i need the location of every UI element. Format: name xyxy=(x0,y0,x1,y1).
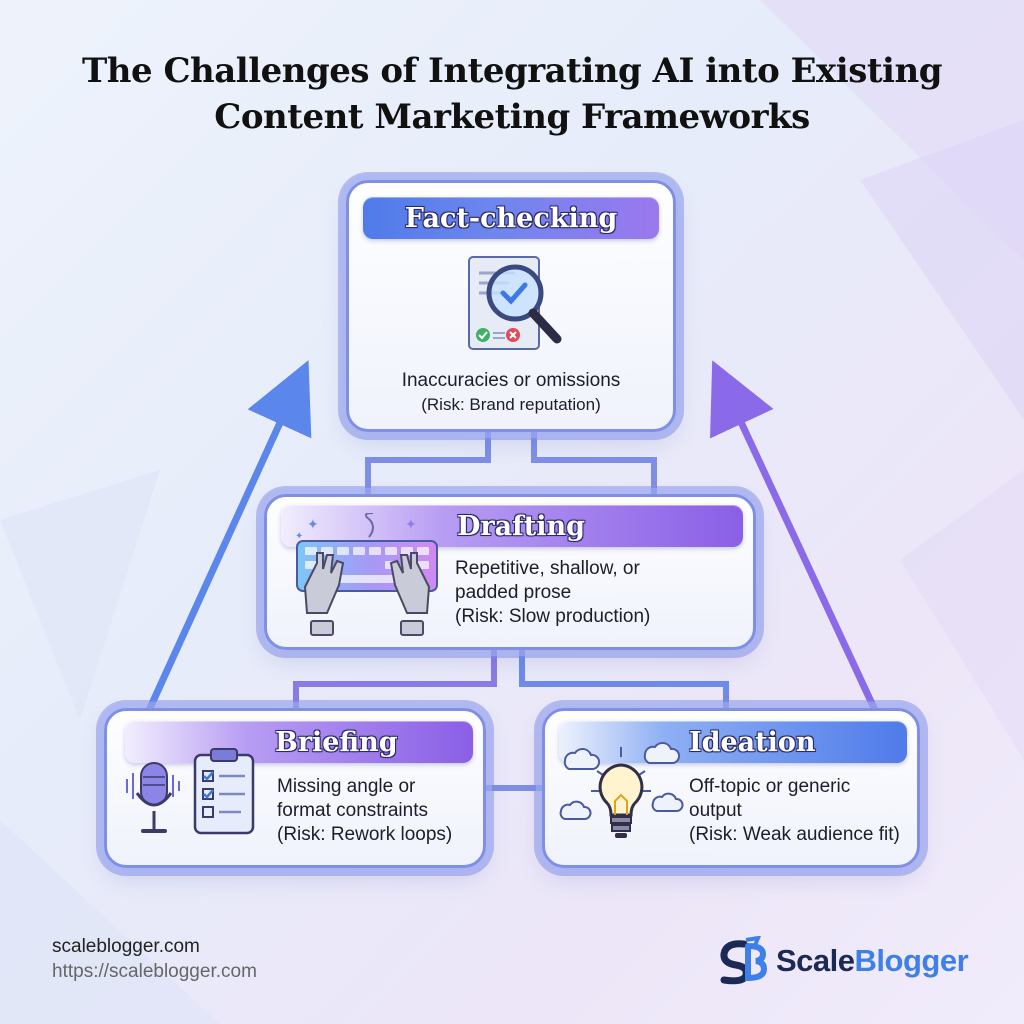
page-title: The Challenges of Integrating AI into Ex… xyxy=(40,48,984,140)
card-briefing: Briefing Missing angle or format constra… xyxy=(104,708,486,868)
arrow-left xyxy=(146,360,312,712)
desc-line: Repetitive, shallow, or xyxy=(455,558,640,579)
desc-line: format constraints xyxy=(277,800,428,821)
brand-name-part-1: Scale xyxy=(776,943,855,978)
svg-text:✦: ✦ xyxy=(307,517,319,533)
svg-text:✦: ✦ xyxy=(405,517,417,533)
page-title-line-2: Content Marketing Frameworks xyxy=(214,97,810,137)
card-desc-ideation: Off-topic or generic output (Risk: Weak … xyxy=(689,775,900,847)
card-banner xyxy=(559,721,907,763)
footer-site: scaleblogger.com xyxy=(52,936,200,957)
connector-drafting-ideation xyxy=(519,647,729,711)
lightbulb-clouds-icon xyxy=(559,742,684,838)
desc-line: Inaccuracies or omissions xyxy=(401,370,621,391)
connector-drafting-briefing xyxy=(293,647,497,711)
card-drafting: Drafting ✦ ✦ ✦ Repetitive, s xyxy=(264,494,756,650)
microphone-clipboard-icon xyxy=(126,748,255,835)
connector-fact-drafting-right xyxy=(531,429,657,497)
card-title-briefing: Briefing xyxy=(275,727,398,758)
desc-line: padded prose xyxy=(455,582,572,603)
page-title-line-1: The Challenges of Integrating AI into Ex… xyxy=(82,51,942,91)
footer-url[interactable]: https://scaleblogger.com xyxy=(52,961,257,982)
desc-line: Missing angle or xyxy=(277,776,416,797)
risk-label: (Risk: Weak audience fit) xyxy=(689,824,900,845)
card-title-fact-checking: Fact-checking xyxy=(404,203,618,234)
arrow-right xyxy=(710,360,878,712)
brand-logo: ScaleBlogger xyxy=(716,936,969,986)
scaleblogger-logo-icon xyxy=(720,936,768,985)
connector-fact-drafting-left xyxy=(365,429,491,497)
card-banner xyxy=(125,721,473,763)
card-desc-drafting: Repetitive, shallow, or padded prose (Ri… xyxy=(455,557,650,629)
robot-hands-keyboard-icon: ✦ ✦ ✦ xyxy=(295,513,438,636)
risk-label: (Risk: Rework loops) xyxy=(277,824,453,845)
svg-text:✦: ✦ xyxy=(295,531,303,542)
card-title-ideation: Ideation xyxy=(689,727,816,758)
card-ideation: Ideation Off-topic or generic output (Ri… xyxy=(542,708,920,868)
card-title-drafting: Drafting xyxy=(457,511,585,542)
magnifier-document-icon xyxy=(468,256,562,350)
card-fact-checking: Fact-checking Inaccuracies or omissions … xyxy=(346,180,676,432)
card-desc-fact-checking: Inaccuracies or omissions (Risk: Brand r… xyxy=(349,369,673,417)
risk-label: (Risk: Slow production) xyxy=(455,606,651,627)
brand-name-part-2: Blogger xyxy=(854,943,969,978)
desc-line: output xyxy=(689,800,742,821)
brand-name: ScaleBlogger xyxy=(776,943,969,979)
card-desc-briefing: Missing angle or format constraints (Ris… xyxy=(277,775,452,847)
risk-label: (Risk: Brand reputation) xyxy=(421,395,601,414)
desc-line: Off-topic or generic xyxy=(689,776,851,797)
card-banner xyxy=(363,197,659,239)
